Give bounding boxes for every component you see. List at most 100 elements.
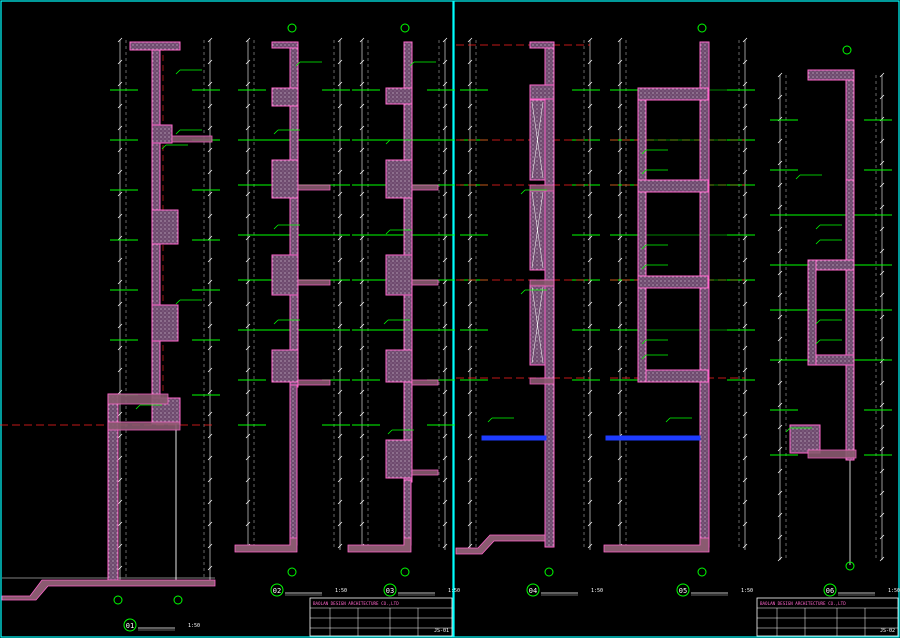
dimension-tick [117, 499, 123, 505]
dimension-tick [617, 191, 623, 197]
section-04-beam [529, 84, 555, 100]
annotation-leader [815, 319, 821, 325]
section-06-canopy [789, 424, 821, 454]
dimension-tick [359, 81, 365, 87]
dimension-tick [442, 125, 448, 131]
dimension-tick [617, 147, 623, 153]
annotation-leader [273, 224, 279, 230]
section-01-window-box [151, 304, 179, 342]
dimension-tick [207, 477, 213, 483]
section-06-wall [845, 119, 855, 181]
dimension-tick [742, 191, 748, 197]
dimension-tick [117, 433, 123, 439]
section-05-footing [603, 537, 710, 553]
dimension-tick [207, 213, 213, 219]
dimension-tick [587, 301, 593, 307]
dimension-tick [245, 235, 251, 241]
dimension-tick [467, 521, 473, 527]
dimension-tick [587, 125, 593, 131]
dimension-tick [742, 257, 748, 263]
section-label-scale: 1:50 [741, 588, 753, 594]
dimension-tick [467, 59, 473, 65]
dimension-tick [467, 257, 473, 263]
dimension-tick [337, 521, 343, 527]
annotation-leader [815, 339, 821, 345]
annotation-leader [641, 244, 647, 250]
annotation-leader [665, 417, 671, 423]
dimension-tick [467, 37, 473, 43]
dimension-tick [359, 389, 365, 395]
dimension-tick [879, 446, 885, 452]
dimension-tick [117, 477, 123, 483]
dimension-tick [467, 499, 473, 505]
dimension-tick [359, 433, 365, 439]
dimension-tick [207, 279, 213, 285]
dimension-tick [117, 235, 123, 241]
dimension-tick [777, 160, 783, 166]
dimension-tick [337, 301, 343, 307]
section-label-bubble [823, 583, 837, 597]
bottom-axis-bubble [287, 567, 297, 577]
annotation-leader [641, 339, 647, 345]
dimension-tick [742, 59, 748, 65]
dimension-tick [467, 411, 473, 417]
dimension-tick [777, 402, 783, 408]
dimension-tick [359, 345, 365, 351]
dimension-tick [777, 204, 783, 210]
dimension-tick [359, 213, 365, 219]
dimension-tick [117, 543, 123, 549]
section-label-scale: 1:50 [591, 588, 603, 594]
dimension-tick [245, 455, 251, 461]
section-label-number: 06 [826, 587, 834, 595]
dimension-tick [245, 477, 251, 483]
dimension-tick [617, 279, 623, 285]
top-axis-bubble [287, 23, 297, 33]
dimension-tick [617, 411, 623, 417]
dimension-tick [617, 59, 623, 65]
dimension-tick [442, 191, 448, 197]
annotation-leader [175, 299, 181, 305]
dimension-tick [467, 345, 473, 351]
dimension-tick [879, 468, 885, 474]
dimension-tick [617, 81, 623, 87]
dimension-tick [442, 279, 448, 285]
dimension-tick [117, 103, 123, 109]
section-label-bubble [383, 583, 397, 597]
title-blocks: BAOLAN DESIGN ARCHITECTURE CO.,LTDJS-01B… [309, 597, 899, 637]
dimension-tick [742, 521, 748, 527]
dimension-tick [245, 81, 251, 87]
dimension-tick [777, 446, 783, 452]
section-label-number: 04 [529, 587, 537, 595]
dimension-tick [359, 169, 365, 175]
dimension-tick [359, 499, 365, 505]
section-03-beam [385, 87, 413, 105]
section-02-lower-wall [289, 384, 298, 546]
annotations [135, 61, 842, 435]
section-02-window-box [271, 254, 299, 296]
bottom-axis-bubble [400, 567, 410, 577]
dimension-tick [442, 455, 448, 461]
section-01-ground-slab [107, 393, 169, 405]
dimension-tick [442, 147, 448, 153]
dimension-tick [777, 490, 783, 496]
dimension-tick [467, 543, 473, 549]
dimension-tick [617, 521, 623, 527]
dimension-tick [359, 323, 365, 329]
section-03-window-box [385, 349, 413, 383]
dimension-tick [207, 81, 213, 87]
section-04-wall [544, 41, 555, 548]
dimension-tick [337, 279, 343, 285]
dimension-tick [617, 323, 623, 329]
dimension-tick [337, 59, 343, 65]
section-03-slab [411, 279, 439, 286]
section-03-window-box [385, 254, 413, 296]
dimension-tick [777, 94, 783, 100]
section-label-bubble [270, 583, 284, 597]
dimension-tick [442, 433, 448, 439]
dimension-tick [777, 72, 783, 78]
dimension-tick [337, 323, 343, 329]
dimension-tick [777, 314, 783, 320]
dimension-tick [245, 257, 251, 263]
dimension-tick [467, 125, 473, 131]
